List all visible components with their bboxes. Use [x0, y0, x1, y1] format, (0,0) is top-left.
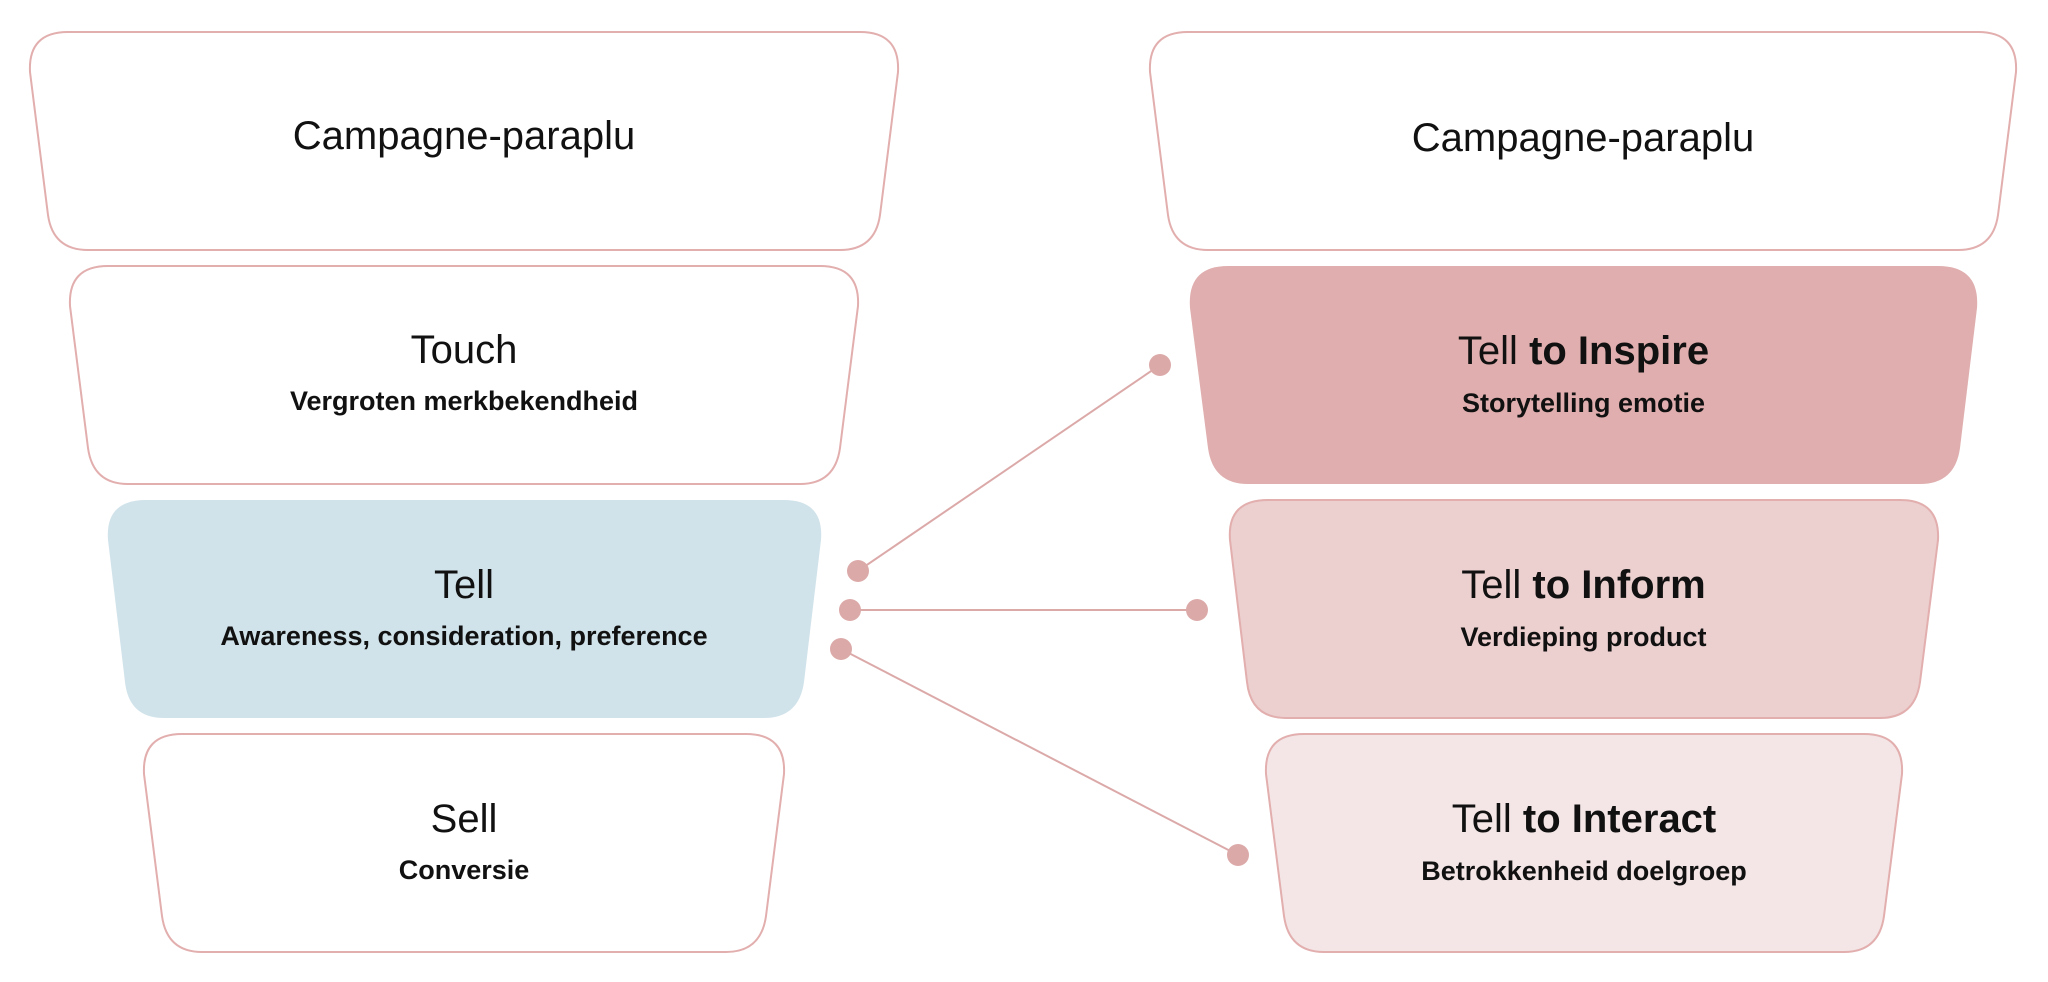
sell-subtitle: Conversie	[398, 855, 530, 885]
inspire-title-bold: to Inspire	[1529, 329, 1710, 373]
inspire-subtitle: Storytelling emotie	[1461, 388, 1706, 418]
connector-inform-end-dot	[1186, 599, 1208, 621]
tell-subtitle: Awareness, consideration, preference	[220, 621, 708, 651]
tell-title: Tell	[433, 563, 495, 607]
interact-title: Tell to Interact	[1266, 797, 1902, 842]
inspire-title: Tell to Inspire	[1190, 329, 1977, 374]
interact-title-bold: to Interact	[1522, 797, 1717, 841]
touch-subtitle: Vergroten merkbekendheid	[289, 386, 639, 416]
connector-interact-start-dot	[830, 638, 852, 660]
connector-interact-end-dot	[1227, 844, 1249, 866]
left-umbrella-shape	[28, 31, 900, 251]
connector-inform-start-dot	[839, 599, 861, 621]
left-umbrella-title: Campagne-paraplu	[292, 114, 636, 158]
left-tell-stage: Tell Awareness, consideration, preferenc…	[107, 500, 821, 718]
left-sell-stage: Sell Conversie	[144, 734, 784, 952]
right-umbrella-shape	[1148, 31, 2018, 251]
inform-title: Tell to Inform	[1229, 563, 1938, 608]
right-inform-stage: Tell to Inform Verdieping product	[1229, 500, 1938, 718]
right-inspire-stage: Tell to Inspire Storytelling emotie	[1190, 266, 1977, 484]
touch-title: Touch	[410, 328, 518, 372]
connector-inspire-line	[857, 364, 1161, 572]
connector-inspire-start-dot	[847, 560, 869, 582]
right-inform-shape	[1228, 499, 1940, 719]
inspire-title-prefix: Tell	[1457, 329, 1518, 373]
interact-title-prefix: Tell	[1451, 797, 1512, 841]
sell-title: Sell	[430, 797, 498, 841]
left-touch-shape	[68, 265, 860, 485]
connector-inspire-end-dot	[1149, 354, 1171, 376]
right-interact-stage: Tell to Interact Betrokkenheid doelgroep	[1266, 734, 1902, 952]
inform-subtitle: Verdieping product	[1460, 622, 1707, 652]
left-sell-shape	[142, 733, 786, 953]
inform-title-prefix: Tell	[1461, 563, 1522, 607]
inform-title-bold: to Inform	[1532, 563, 1706, 607]
right-inspire-shape	[1189, 266, 1978, 484]
left-tell-shape	[107, 500, 822, 718]
connector-interact-line	[840, 648, 1239, 856]
left-umbrella-stage: Campagne-paraplu	[30, 32, 898, 250]
right-umbrella-title: Campagne-paraplu	[1411, 116, 1755, 160]
right-umbrella-stage: Campagne-paraplu	[1150, 32, 2016, 250]
interact-subtitle: Betrokkenheid doelgroep	[1421, 856, 1747, 886]
left-touch-stage: Touch Vergroten merkbekendheid	[70, 266, 858, 484]
right-interact-shape	[1264, 733, 1904, 953]
